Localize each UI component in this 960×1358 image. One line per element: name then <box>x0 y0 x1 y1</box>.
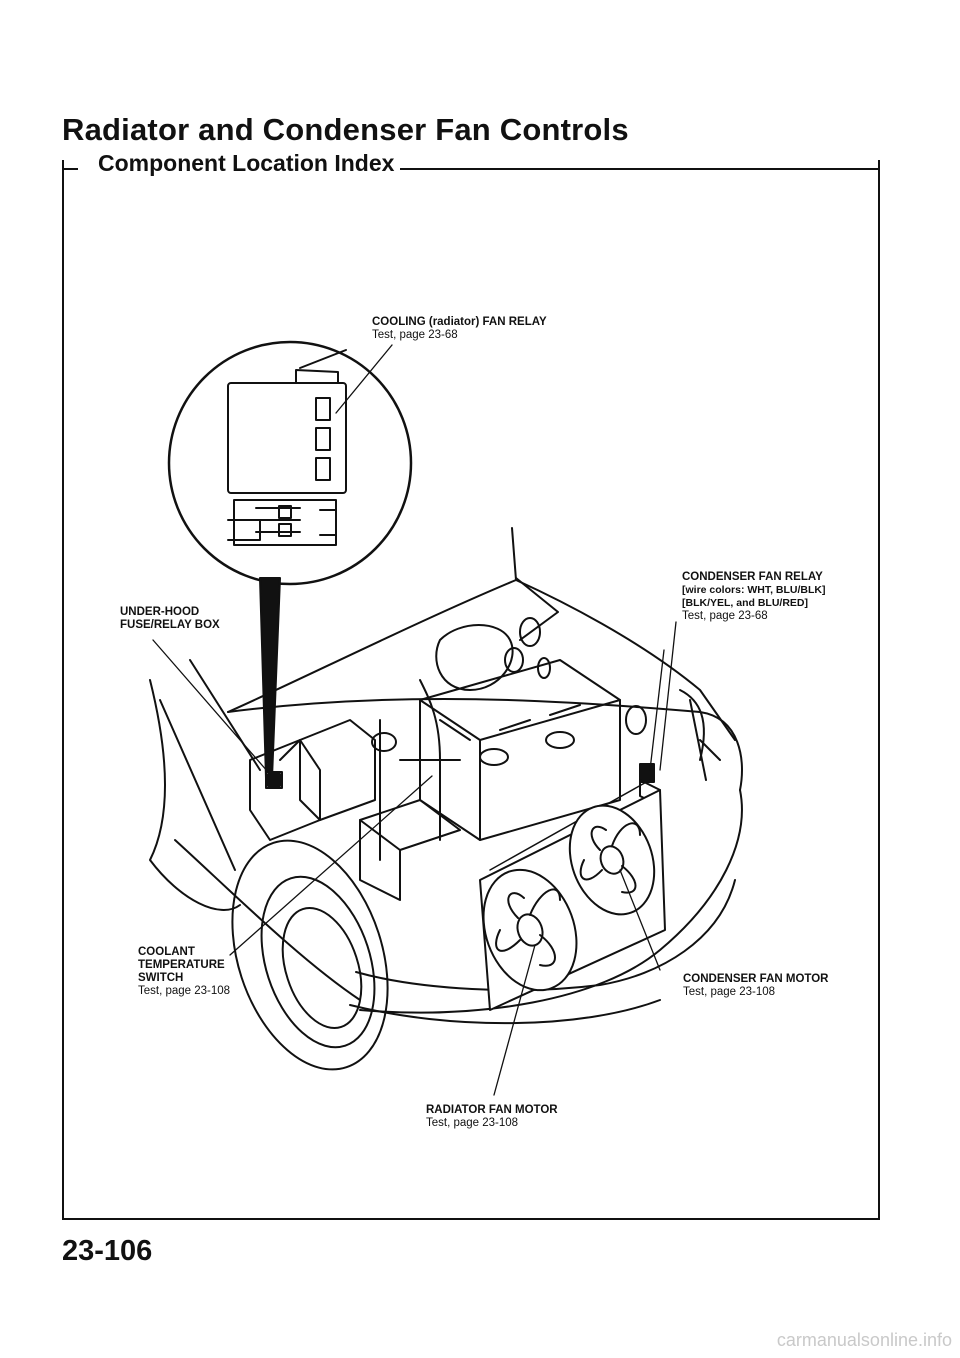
fuse-box-line-1: UNDER-HOOD <box>120 606 200 618</box>
condenser-fan-motor-label: CONDENSER FAN MOTOR Test, page 23-108 <box>683 973 828 999</box>
condenser-relay-wire-1: [wire colors: WHT, BLU/BLK] <box>682 584 826 596</box>
section-frame <box>62 160 880 1220</box>
condenser-motor-test: Test, page 23-108 <box>683 986 776 998</box>
car-body <box>149 659 743 1025</box>
section-subtitle: Component Location Index <box>92 150 401 177</box>
inset-connector <box>259 577 281 779</box>
coolant-switch-line-1: COOLANT <box>138 946 195 958</box>
cooling-relay-test: Test, page 23-68 <box>372 329 458 341</box>
fuse-box-label: UNDER-HOOD FUSE/RELAY BOX <box>120 606 220 632</box>
fuse-relay-box <box>249 739 321 841</box>
engine-compartment-diagram <box>149 340 743 1096</box>
condenser-motor-name: CONDENSER FAN MOTOR <box>683 973 829 985</box>
coolant-switch-line-3: SWITCH <box>138 972 184 984</box>
engine-block <box>279 617 647 901</box>
front-wheel <box>231 839 389 1071</box>
leader-lines <box>152 344 677 1096</box>
frame-top-rule-right <box>382 168 880 170</box>
coolant-switch-label: COOLANT TEMPERATURE SWITCH Test, page 23… <box>138 946 230 998</box>
wire-colors-line-1: wire colors: WHT, BLU/BLK <box>685 584 823 596</box>
relay-detail-inset <box>167 340 413 586</box>
radiator-motor-test: Test, page 23-108 <box>426 1117 519 1129</box>
frame-top-rule-left <box>62 168 78 170</box>
condenser-fan-relay-label: CONDENSER FAN RELAY [wire colors: WHT, B… <box>682 571 826 623</box>
condenser-relay-wire-2: [BLK/YEL, and BLU/RED] <box>682 597 809 609</box>
cooling-fan-relay-label: COOLING (radiator) FAN RELAY Test, page … <box>372 316 547 342</box>
page-title: Radiator and Condenser Fan Controls <box>62 112 629 147</box>
coolant-switch-test: Test, page 23-108 <box>138 985 231 997</box>
condenser-relay-name: CONDENSER FAN RELAY <box>682 571 823 583</box>
wire-colors-line-2: BLK/YEL, and BLU/RED <box>685 597 805 609</box>
cooling-relay-name: COOLING (radiator) FAN RELAY <box>372 316 547 328</box>
fuse-box-line-2: FUSE/RELAY BOX <box>120 619 220 631</box>
radiator-fan-motor-label: RADIATOR FAN MOTOR Test, page 23-108 <box>426 1104 558 1130</box>
page-number: 23-106 <box>62 1235 153 1267</box>
hood-outline <box>227 527 736 741</box>
radiator-motor-name: RADIATOR FAN MOTOR <box>426 1104 558 1116</box>
condenser-relay-test: Test, page 23-68 <box>682 610 768 622</box>
radiator-fan-assembly <box>479 779 666 1011</box>
watermark: carmanualsonline.info <box>776 1330 952 1350</box>
coolant-switch-line-2: TEMPERATURE <box>138 959 225 971</box>
